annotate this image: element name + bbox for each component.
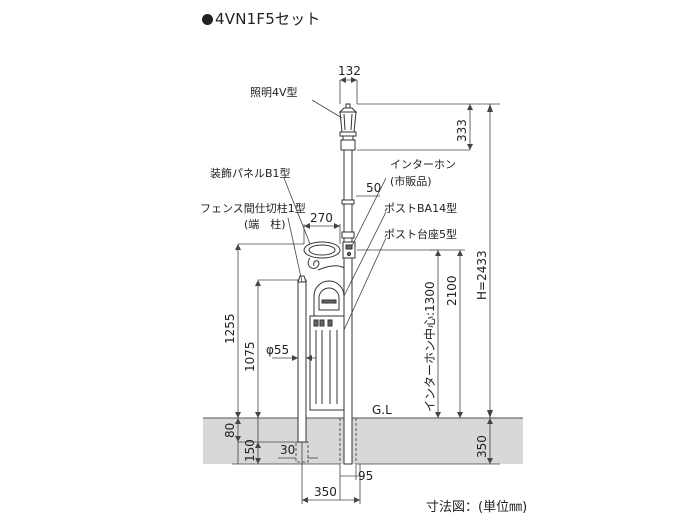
intercom-label: インターホン	[390, 158, 456, 171]
post-base-label: ポスト台座5型	[384, 227, 457, 241]
dim-depth-150: 150	[243, 439, 257, 462]
lamp-label: 照明4V型	[250, 85, 298, 99]
fence-post-sublabel: (端 柱)	[244, 217, 286, 231]
panel-label: 装飾パネルB1型	[210, 166, 291, 180]
title-text: 4VN1F5セット	[215, 10, 321, 28]
unit-note: 寸法図：(単位㎜)	[426, 500, 528, 515]
dim-top-width: 132	[338, 64, 361, 78]
dim-width-30: 30	[280, 443, 295, 457]
dim-width-350: 350	[314, 485, 337, 499]
post-label: ポストBA14型	[384, 201, 457, 215]
diagram-title: 4VN1F5セット	[202, 8, 321, 29]
bullet-icon	[202, 14, 213, 25]
dim-panel-width: 270	[310, 211, 333, 225]
dim-depth-350: 350	[475, 435, 489, 458]
dim-height-1075: 1075	[243, 341, 257, 372]
mailbox	[313, 280, 345, 317]
dim-height-2100: 2100	[445, 275, 459, 306]
lamp-head	[338, 103, 358, 141]
dim-total-height: H=2433	[475, 250, 489, 300]
dim-width-95: 95	[358, 469, 373, 483]
fence-post	[297, 275, 307, 443]
fence-post-label: フェンス間仕切柱1型	[200, 201, 306, 215]
dim-lamp-height: 333	[455, 119, 469, 142]
decorative-panel	[303, 241, 345, 271]
dim-intercom-center: インターホン中心:1300	[422, 281, 437, 412]
dim-depth-80: 80	[223, 423, 237, 438]
leader-lines	[283, 99, 387, 331]
post-base	[309, 315, 345, 411]
ground-band	[203, 418, 523, 464]
dim-height-1255: 1255	[223, 313, 237, 344]
arrowheads	[235, 77, 493, 503]
intercom-sublabel: (市販品)	[390, 174, 432, 188]
dim-width-50: 50	[366, 181, 381, 195]
dim-diameter: φ55	[266, 343, 289, 357]
ground-label: G.L	[372, 403, 392, 417]
